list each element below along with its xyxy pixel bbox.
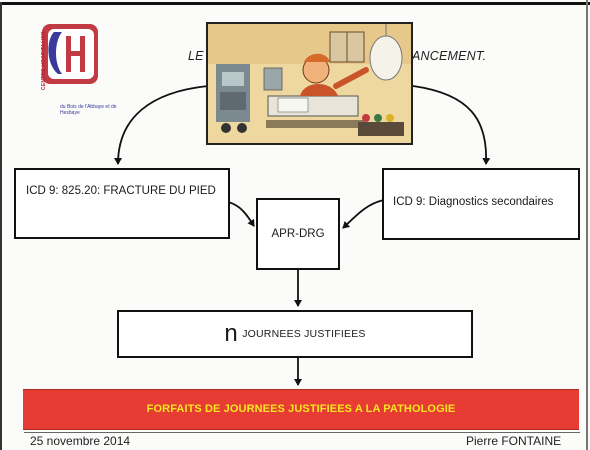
arrow-picture-to-icd-primary	[114, 85, 209, 165]
frame-right-border	[586, 0, 588, 450]
footer-date: 25 novembre 2014	[30, 434, 131, 448]
slide-title-right: ANCEMENT.	[412, 49, 487, 63]
footer-divider	[24, 432, 580, 433]
forfaits-label: FORFAITS DE JOURNEES JUSTIFIEES A LA PAT…	[146, 403, 456, 415]
apr-drg-label: APR-DRG	[271, 228, 325, 240]
forfaits-banner: FORFAITS DE JOURNEES JUSTIFIEES A LA PAT…	[23, 389, 579, 430]
frame-left-border	[0, 2, 2, 450]
journees-justifiees-box: n JOURNEES JUSTIFIEES	[117, 310, 473, 358]
hospital-cartoon-image	[206, 22, 413, 145]
frame-top-border	[0, 2, 590, 5]
icd-secondary-label: ICD 9: Diagnostics secondaires	[393, 196, 554, 208]
journees-n-letter: n	[224, 320, 238, 347]
journees-label: JOURNEES JUSTIFIEES	[242, 328, 366, 340]
arrow-icd-secondary-to-aprdrg	[342, 199, 385, 229]
icd-secondary-box: ICD 9: Diagnostics secondaires	[382, 168, 580, 240]
hospital-logo: CENTRE HOSPITALIER du Bois de l'Abbaye e…	[24, 20, 117, 120]
slide-title-left: LE	[188, 49, 204, 63]
arrow-picture-to-icd-secondary	[412, 85, 491, 165]
footer-author: Pierre FONTAINE	[466, 434, 562, 448]
logo-subtitle: du Bois de l'Abbaye et de Hesbaye	[60, 104, 117, 116]
apr-drg-box: APR-DRG	[256, 198, 340, 270]
hospital-logo-icon	[42, 24, 98, 84]
hospital-cartoon-illustration	[208, 24, 411, 143]
icd-primary-box: ICD 9: 825.20: FRACTURE DU PIED	[14, 168, 230, 239]
icd-primary-label: ICD 9: 825.20: FRACTURE DU PIED	[26, 185, 216, 197]
